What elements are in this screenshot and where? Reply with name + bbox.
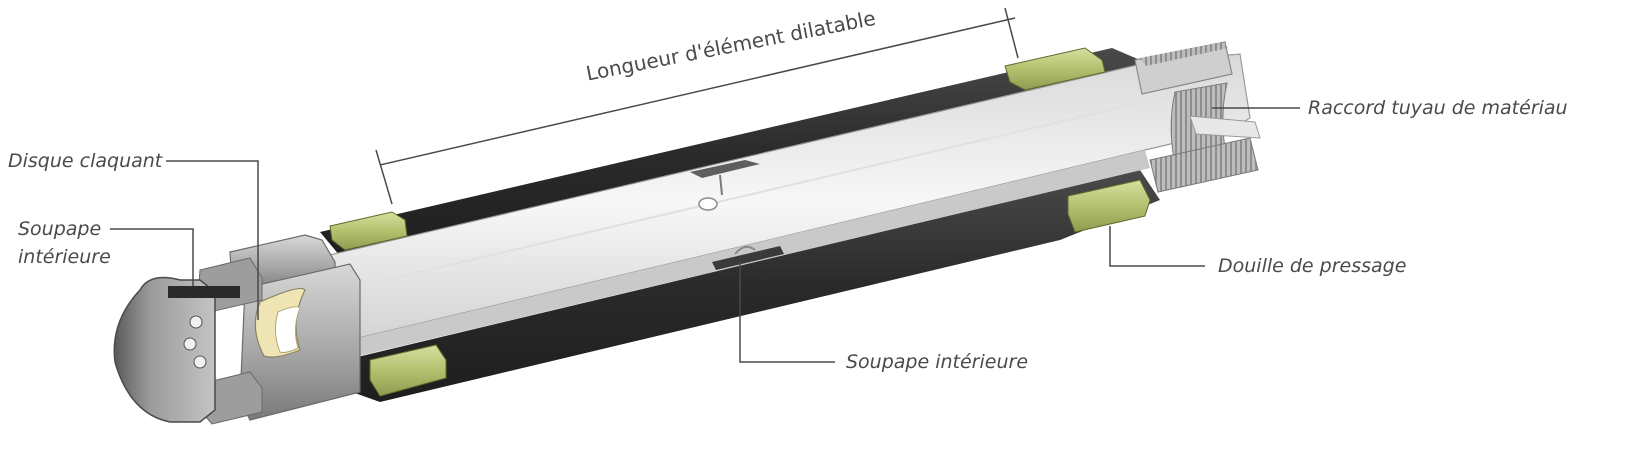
inner-valve-slot-top <box>690 160 760 211</box>
hose-fitting-label: Raccord tuyau de matériau <box>1308 97 1568 119</box>
inner-valve-bottom-label: Soupape intérieure <box>846 351 1029 373</box>
leader-lines <box>110 107 1300 363</box>
dimension-line <box>375 7 1019 205</box>
press-sleeve-top-right <box>1004 47 1106 91</box>
nozzle-head <box>113 276 240 423</box>
inner-valve-slot-bottom <box>712 245 784 270</box>
press-sleeve-top-left <box>329 211 408 251</box>
snap-disc <box>254 287 306 358</box>
inner-valve-left-label-line2: intérieure <box>18 246 111 268</box>
snap-disc-label: Disque claquant <box>8 150 163 172</box>
press-sleeve-bottom-right <box>1067 179 1151 233</box>
hose-fitting <box>1134 41 1261 193</box>
press-sleeve-label: Douille de pressage <box>1218 255 1407 277</box>
inner-valve-left-label-line1: Soupape <box>18 218 102 240</box>
press-sleeve-bottom-left <box>369 344 447 397</box>
